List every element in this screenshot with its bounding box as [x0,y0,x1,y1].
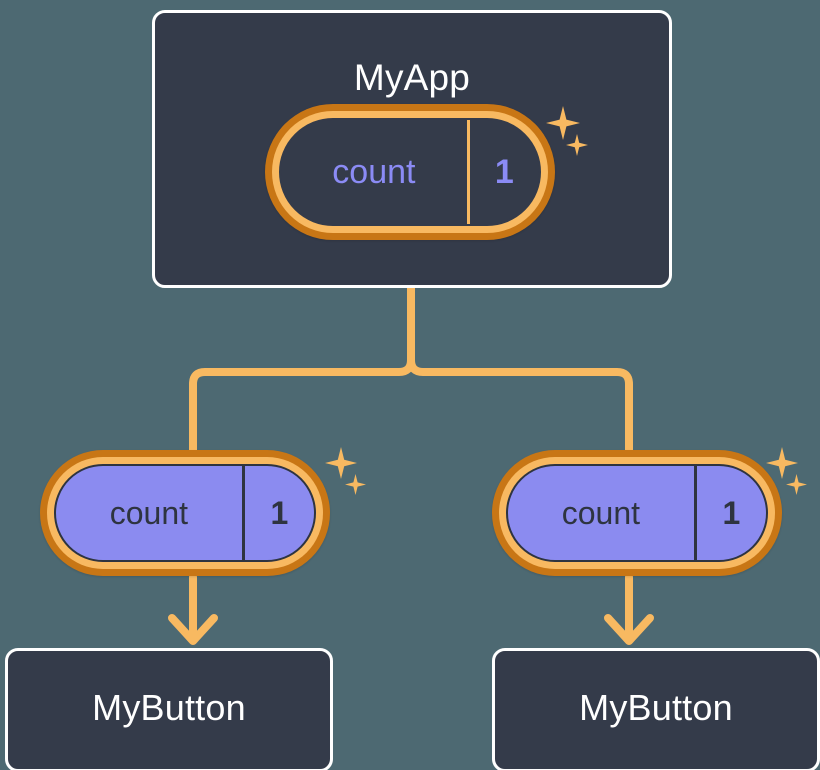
sparkle-small-icon [345,474,366,495]
component-box-mybutton-right[interactable]: MyButton [492,648,820,770]
state-pill-body: count 1 [54,464,316,562]
sparkle-large-icon [766,447,798,479]
sparkle-large-icon [325,447,357,479]
edge-root-to-right-state [407,284,633,454]
state-key-label: count [561,494,641,531]
state-key-label: count [109,494,189,531]
state-pill-myapp[interactable]: count 1 [265,104,555,240]
state-value-label: 1 [466,120,539,224]
component-title-mybutton-left: MyButton [92,687,246,728]
component-box-myapp[interactable]: MyApp [152,10,672,288]
state-value-label: 1 [241,466,314,560]
state-pill-ring: count 1 [499,457,775,569]
arrow-left-head [168,614,218,645]
state-value-label: 1 [693,466,766,560]
state-pill-body: count 1 [279,118,541,226]
state-pill-ring: count 1 [47,457,323,569]
arrow-right-head [604,614,654,645]
component-box-mybutton-left[interactable]: MyButton [5,648,333,770]
state-pill-body: count 1 [506,464,768,562]
state-pill-child-right[interactable]: count 1 [492,450,782,576]
state-key-label: count [332,152,416,191]
edge-root-to-left-state [189,284,415,454]
sparkle-small-icon [786,474,807,495]
component-title-mybutton-right: MyButton [579,687,733,728]
state-pill-child-left[interactable]: count 1 [40,450,330,576]
component-title-myapp: MyApp [353,57,471,98]
state-pill-ring: count 1 [272,111,548,233]
